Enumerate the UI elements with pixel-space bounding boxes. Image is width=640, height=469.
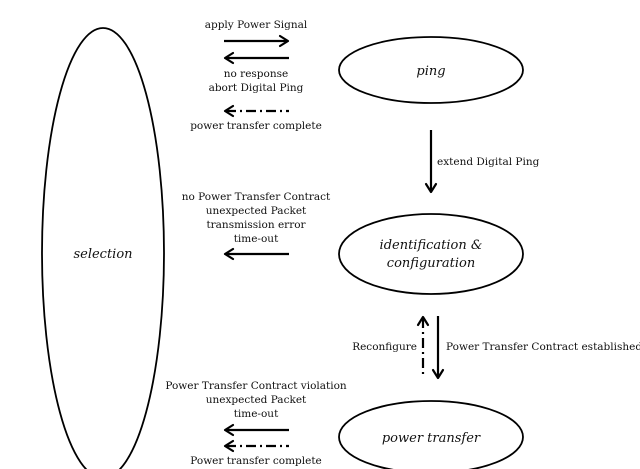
configuration-label: configuration bbox=[387, 256, 475, 271]
unexpected-packet-mid-label: unexpected Packet bbox=[206, 205, 307, 217]
power-transfer-complete-top-label: power transfer complete bbox=[190, 120, 322, 132]
dashdot-arrow-left-power-transfer-complete-top bbox=[223, 104, 289, 118]
no-contract-label: no Power Transfer Contract bbox=[182, 191, 331, 203]
arrow-left-power-transfer-to-selection bbox=[223, 423, 289, 437]
power-transfer-complete-bottom-label: Power transfer complete bbox=[190, 455, 322, 467]
power-transfer-state bbox=[338, 400, 524, 469]
power-transfer-label: power transfer bbox=[382, 431, 481, 446]
contract-established-label: Power Transfer Contract established bbox=[446, 341, 640, 353]
arrow-down-extend-digital-ping bbox=[424, 130, 438, 194]
contract-violation-label: Power Transfer Contract violation bbox=[165, 380, 347, 392]
apply-power-signal-label: apply Power Signal bbox=[205, 19, 308, 31]
arrow-down-contract-established bbox=[431, 316, 445, 380]
identification-configuration-state bbox=[338, 213, 524, 295]
timeout-mid-label: time-out bbox=[234, 233, 279, 245]
extend-digital-ping-label: extend Digital Ping bbox=[437, 156, 540, 168]
transmission-error-label: transmission error bbox=[206, 219, 306, 231]
arrow-left-no-response bbox=[223, 51, 289, 65]
arrow-right-apply-power-signal bbox=[224, 34, 290, 48]
identification-label: identification & bbox=[380, 238, 483, 253]
dashdot-arrow-left-power-transfer-complete-bottom bbox=[223, 439, 289, 453]
ping-state bbox=[338, 36, 524, 104]
arrow-left-identification-to-selection bbox=[223, 247, 289, 261]
reconfigure-label: Reconfigure bbox=[352, 341, 417, 353]
abort-digital-ping-label: abort Digital Ping bbox=[209, 82, 304, 94]
unexpected-packet-bottom-label: unexpected Packet bbox=[206, 394, 307, 406]
ping-label: ping bbox=[416, 64, 445, 79]
no-response-label: no response bbox=[224, 68, 288, 80]
timeout-bottom-label: time-out bbox=[234, 408, 279, 420]
selection-state bbox=[41, 27, 165, 469]
selection-label: selection bbox=[73, 247, 132, 262]
dashdot-arrow-up-reconfigure bbox=[416, 315, 430, 378]
